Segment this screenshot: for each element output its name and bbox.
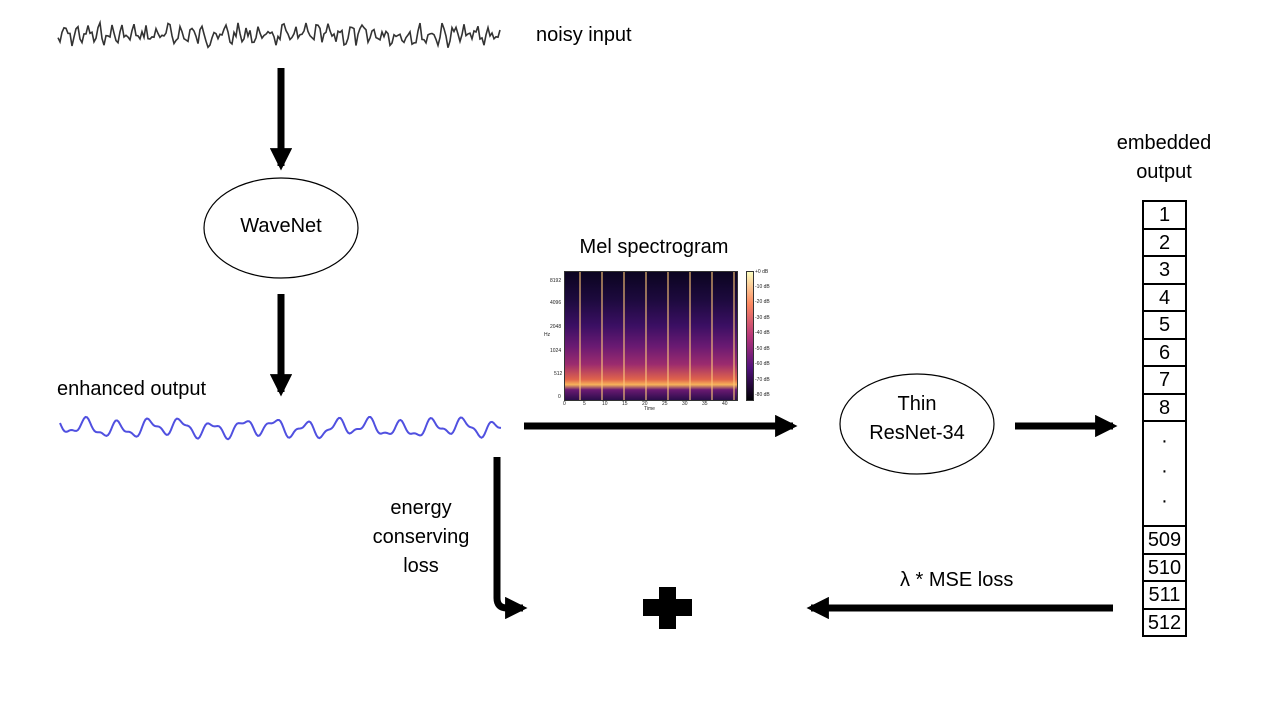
colorbar-tick: +0 dB xyxy=(755,269,769,275)
x-tick: 15 xyxy=(622,401,628,407)
colorbar-tick: -50 dB xyxy=(755,346,770,352)
ellipsis-dot: · xyxy=(1161,430,1168,452)
colorbar-tick: -70 dB xyxy=(755,377,770,383)
embedding-cell: 5 xyxy=(1142,310,1187,340)
energy-loss-label-line2: conserving xyxy=(372,526,470,548)
y-axis-label: Hz xyxy=(544,332,551,338)
embedded-output-label-line2: output xyxy=(1136,161,1192,183)
x-tick: 5 xyxy=(583,401,586,407)
embedding-cell: 2 xyxy=(1142,227,1187,257)
arrow-energy-to-plus xyxy=(493,457,528,620)
embedding-cell: 6 xyxy=(1142,337,1187,367)
embedding-cell: 7 xyxy=(1142,365,1187,395)
noisy-input-waveform xyxy=(57,19,501,49)
noisy-input-label: noisy input xyxy=(536,24,632,46)
embedding-cell: 4 xyxy=(1142,282,1187,312)
ellipsis-dot: · xyxy=(1161,460,1168,482)
x-axis-label: Time xyxy=(644,406,655,412)
colorbar-tick: -30 dB xyxy=(755,315,770,321)
mse-loss-label: λ * MSE loss xyxy=(900,569,1014,591)
thin-resnet-label-line2: ResNet-34 xyxy=(869,422,965,444)
energy-loss-label-line1: energy xyxy=(390,497,452,519)
x-tick: 25 xyxy=(662,401,668,407)
y-tick: 4096 xyxy=(550,300,562,306)
x-tick: 10 xyxy=(602,401,608,407)
embedding-cell: 509 xyxy=(1142,525,1187,555)
x-tick: 40 xyxy=(722,401,728,407)
wavenet-node xyxy=(203,177,359,279)
embedding-ellipsis-cell: · · · xyxy=(1142,420,1187,527)
embedding-cell: 512 xyxy=(1142,607,1187,637)
y-tick: 0 xyxy=(558,394,561,400)
x-tick: 0 xyxy=(563,401,566,407)
mel-spectrogram-title: Mel spectrogram xyxy=(579,236,729,258)
ellipsis-dot: · xyxy=(1161,490,1168,512)
x-tick: 30 xyxy=(682,401,688,407)
colorbar-tick: -40 dB xyxy=(755,330,770,336)
embedding-cell: 510 xyxy=(1142,552,1187,582)
colorbar-tick: -20 dB xyxy=(755,299,770,305)
embedding-cell: 1 xyxy=(1142,200,1187,230)
y-tick: 8192 xyxy=(550,278,562,284)
enhanced-output-label: enhanced output xyxy=(57,378,207,400)
spectrogram-colorbar xyxy=(746,271,754,401)
embedded-output-label-line1: embedded xyxy=(1116,132,1212,154)
y-tick: 1024 xyxy=(550,348,562,354)
embedding-cell: 3 xyxy=(1142,255,1187,285)
thin-resnet-node xyxy=(839,373,995,475)
thin-resnet-label-line1: Thin xyxy=(897,393,937,415)
y-tick: 512 xyxy=(554,371,563,377)
x-tick: 35 xyxy=(702,401,708,407)
colorbar-tick: -80 dB xyxy=(755,392,770,398)
embedding-cell: 511 xyxy=(1142,580,1187,610)
mel-spectrogram-figure: 8192 4096 2048 1024 512 0 Hz 0 5 10 15 2… xyxy=(542,264,772,412)
spectrogram-plot xyxy=(564,271,738,401)
y-tick: 2048 xyxy=(550,324,562,330)
colorbar-tick: -10 dB xyxy=(755,284,770,290)
energy-loss-label-line3: loss xyxy=(403,555,439,577)
enhanced-output-waveform xyxy=(59,415,502,441)
embedding-cell: 8 xyxy=(1142,392,1187,422)
x-tick: 20 xyxy=(642,401,648,407)
embedding-vector: 1 2 3 4 5 6 7 8 · · · 509 510 511 512 xyxy=(1142,200,1187,637)
plus-icon xyxy=(643,587,692,629)
colorbar-tick: -60 dB xyxy=(755,361,770,367)
wavenet-label: WaveNet xyxy=(240,215,322,237)
